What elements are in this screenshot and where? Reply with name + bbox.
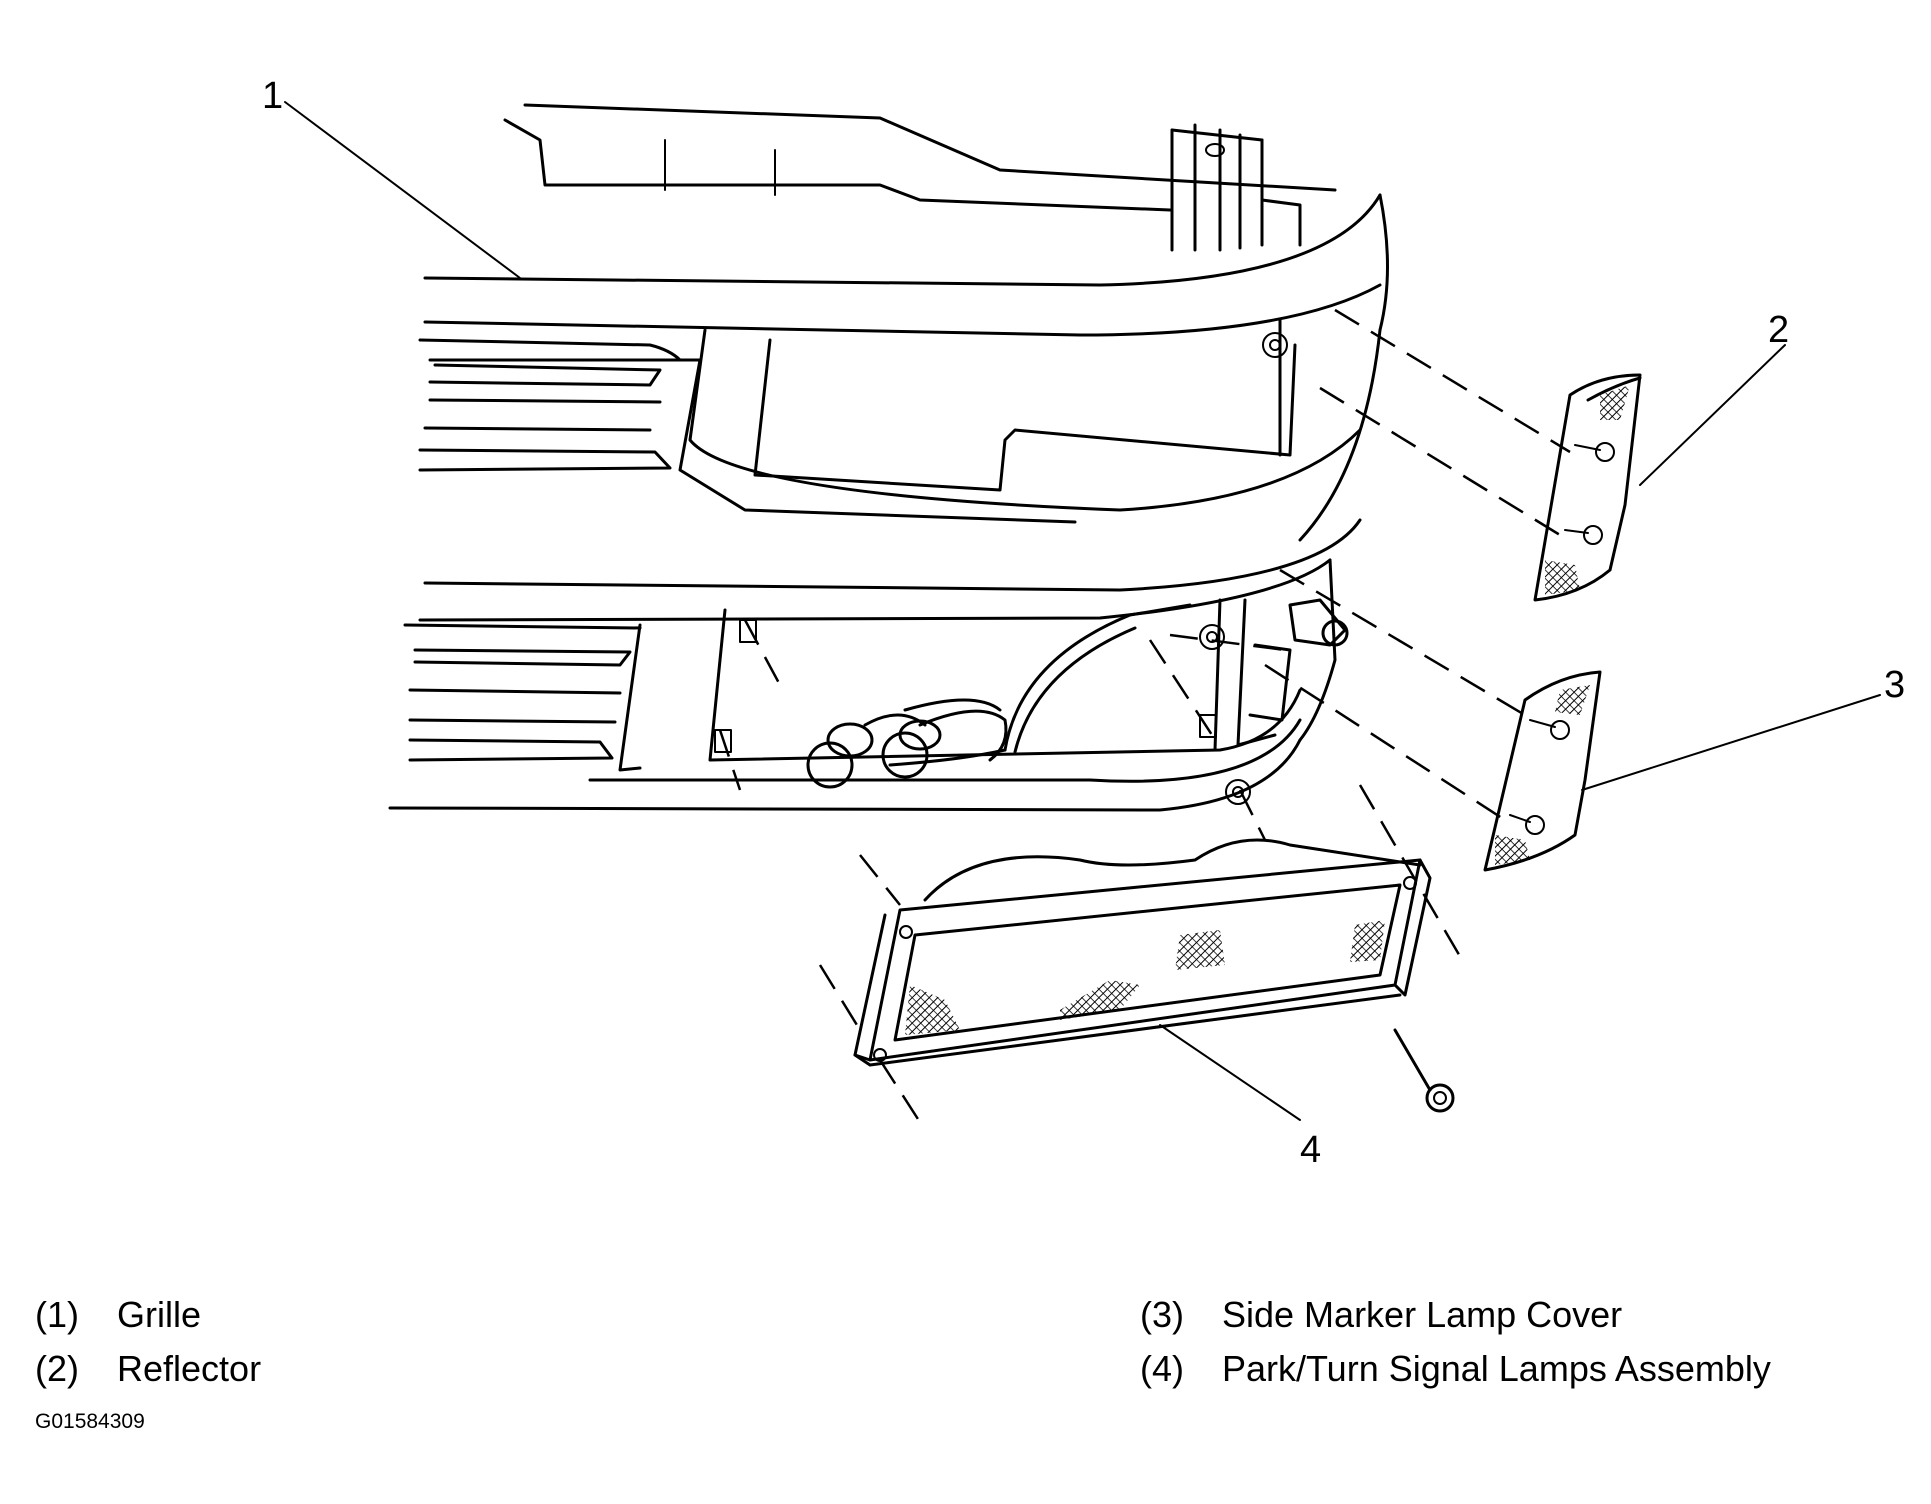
- legend-number: (1): [35, 1294, 79, 1335]
- leader-lines: [284, 101, 1881, 1121]
- legend-number: (3): [1140, 1294, 1184, 1335]
- legend-label: Reflector: [117, 1348, 262, 1389]
- legend-item-grille: (1) Grille: [35, 1288, 261, 1342]
- legend-item-side-marker-lamp-cover: (3) Side Marker Lamp Cover: [1140, 1288, 1771, 1342]
- legend-right: (3) Side Marker Lamp Cover (4) Park/Turn S…: [1140, 1288, 1771, 1396]
- lamp-screw: [1393, 1028, 1455, 1113]
- callout-3: 3: [1884, 664, 1905, 706]
- reflector: [1533, 373, 1642, 602]
- grille: [388, 103, 1389, 812]
- grille-clip: [1262, 332, 1288, 358]
- callout-1: 1: [262, 75, 283, 117]
- legend-label: Grille: [117, 1294, 202, 1335]
- exploded-view-diagram: 1 2 3 4: [262, 75, 1905, 1171]
- legend-label: Park/Turn Signal Lamps Assembly: [1222, 1348, 1771, 1389]
- wiring-harness: [806, 598, 1349, 805]
- callout-2: 2: [1768, 309, 1789, 351]
- legend-item-park-turn-signal-lamps-assembly: (4) Park/Turn Signal Lamps Assembly: [1140, 1342, 1771, 1396]
- legend-label: Side Marker Lamp Cover: [1222, 1294, 1623, 1335]
- legend-item-reflector: (2) Reflector: [35, 1342, 261, 1396]
- legend-number: (4): [1140, 1348, 1184, 1389]
- figure-id: G01584309: [35, 1410, 145, 1433]
- legend-left: (1) Grille (2) Reflector: [35, 1288, 261, 1396]
- bulb-socket: [881, 719, 942, 779]
- alignment-lines: [718, 308, 1571, 1131]
- bulb-socket: [1288, 598, 1349, 647]
- park-turn-signal-lamps-assembly: [853, 838, 1455, 1113]
- grille-clip: [1199, 624, 1225, 650]
- legend-number: (2): [35, 1348, 79, 1389]
- callout-4: 4: [1300, 1129, 1321, 1171]
- side-marker-lamp-cover: [1483, 670, 1602, 872]
